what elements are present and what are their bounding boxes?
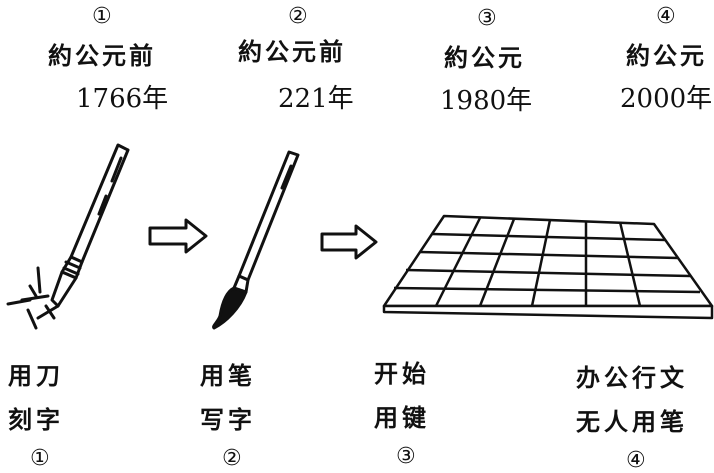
stage-3-year: 1980年 — [440, 86, 533, 116]
stage-2-number: ② — [288, 4, 308, 29]
stage-4-label: ④ — [626, 448, 646, 473]
keyboard-icon — [382, 214, 714, 320]
stage-1-label: ① — [30, 446, 50, 471]
stage-3-caption-line-2: 用键 — [374, 404, 430, 432]
stage-4-number: ④ — [656, 4, 676, 29]
stage-1-era: 約公元前 — [48, 42, 156, 70]
stage-2-caption-line-2: 写字 — [200, 406, 256, 434]
stage-3-caption-line-1: 开始 — [374, 360, 430, 388]
stage-2-era: 約公元前 — [238, 38, 346, 66]
stage-1-caption-line-2: 刻字 — [8, 406, 64, 434]
stage-1-year: 1766年 — [76, 84, 169, 114]
stage-3-era: 約公元 — [444, 44, 525, 72]
stage-1-caption-line-1: 用刀 — [8, 362, 64, 390]
writing-brush-icon — [212, 150, 300, 330]
stage-1-number: ① — [92, 4, 112, 29]
stage-2-label: ② — [222, 446, 242, 471]
stage-3-label: ③ — [396, 444, 416, 469]
arrow-2-icon — [320, 224, 378, 260]
stage-4-era: 約公元 — [626, 42, 707, 70]
stage-3-number: ③ — [477, 6, 497, 31]
stage-4-caption-line-2: 无人用笔 — [576, 408, 688, 436]
stage-2-caption-line-1: 用笔 — [200, 362, 256, 390]
stage-4-year: 2000年 — [620, 84, 713, 114]
stage-4-caption-line-1: 办公行文 — [576, 364, 688, 392]
carving-knife-icon — [6, 143, 130, 330]
stage-2-year: 221年 — [278, 84, 354, 114]
arrow-1-icon — [148, 218, 208, 254]
